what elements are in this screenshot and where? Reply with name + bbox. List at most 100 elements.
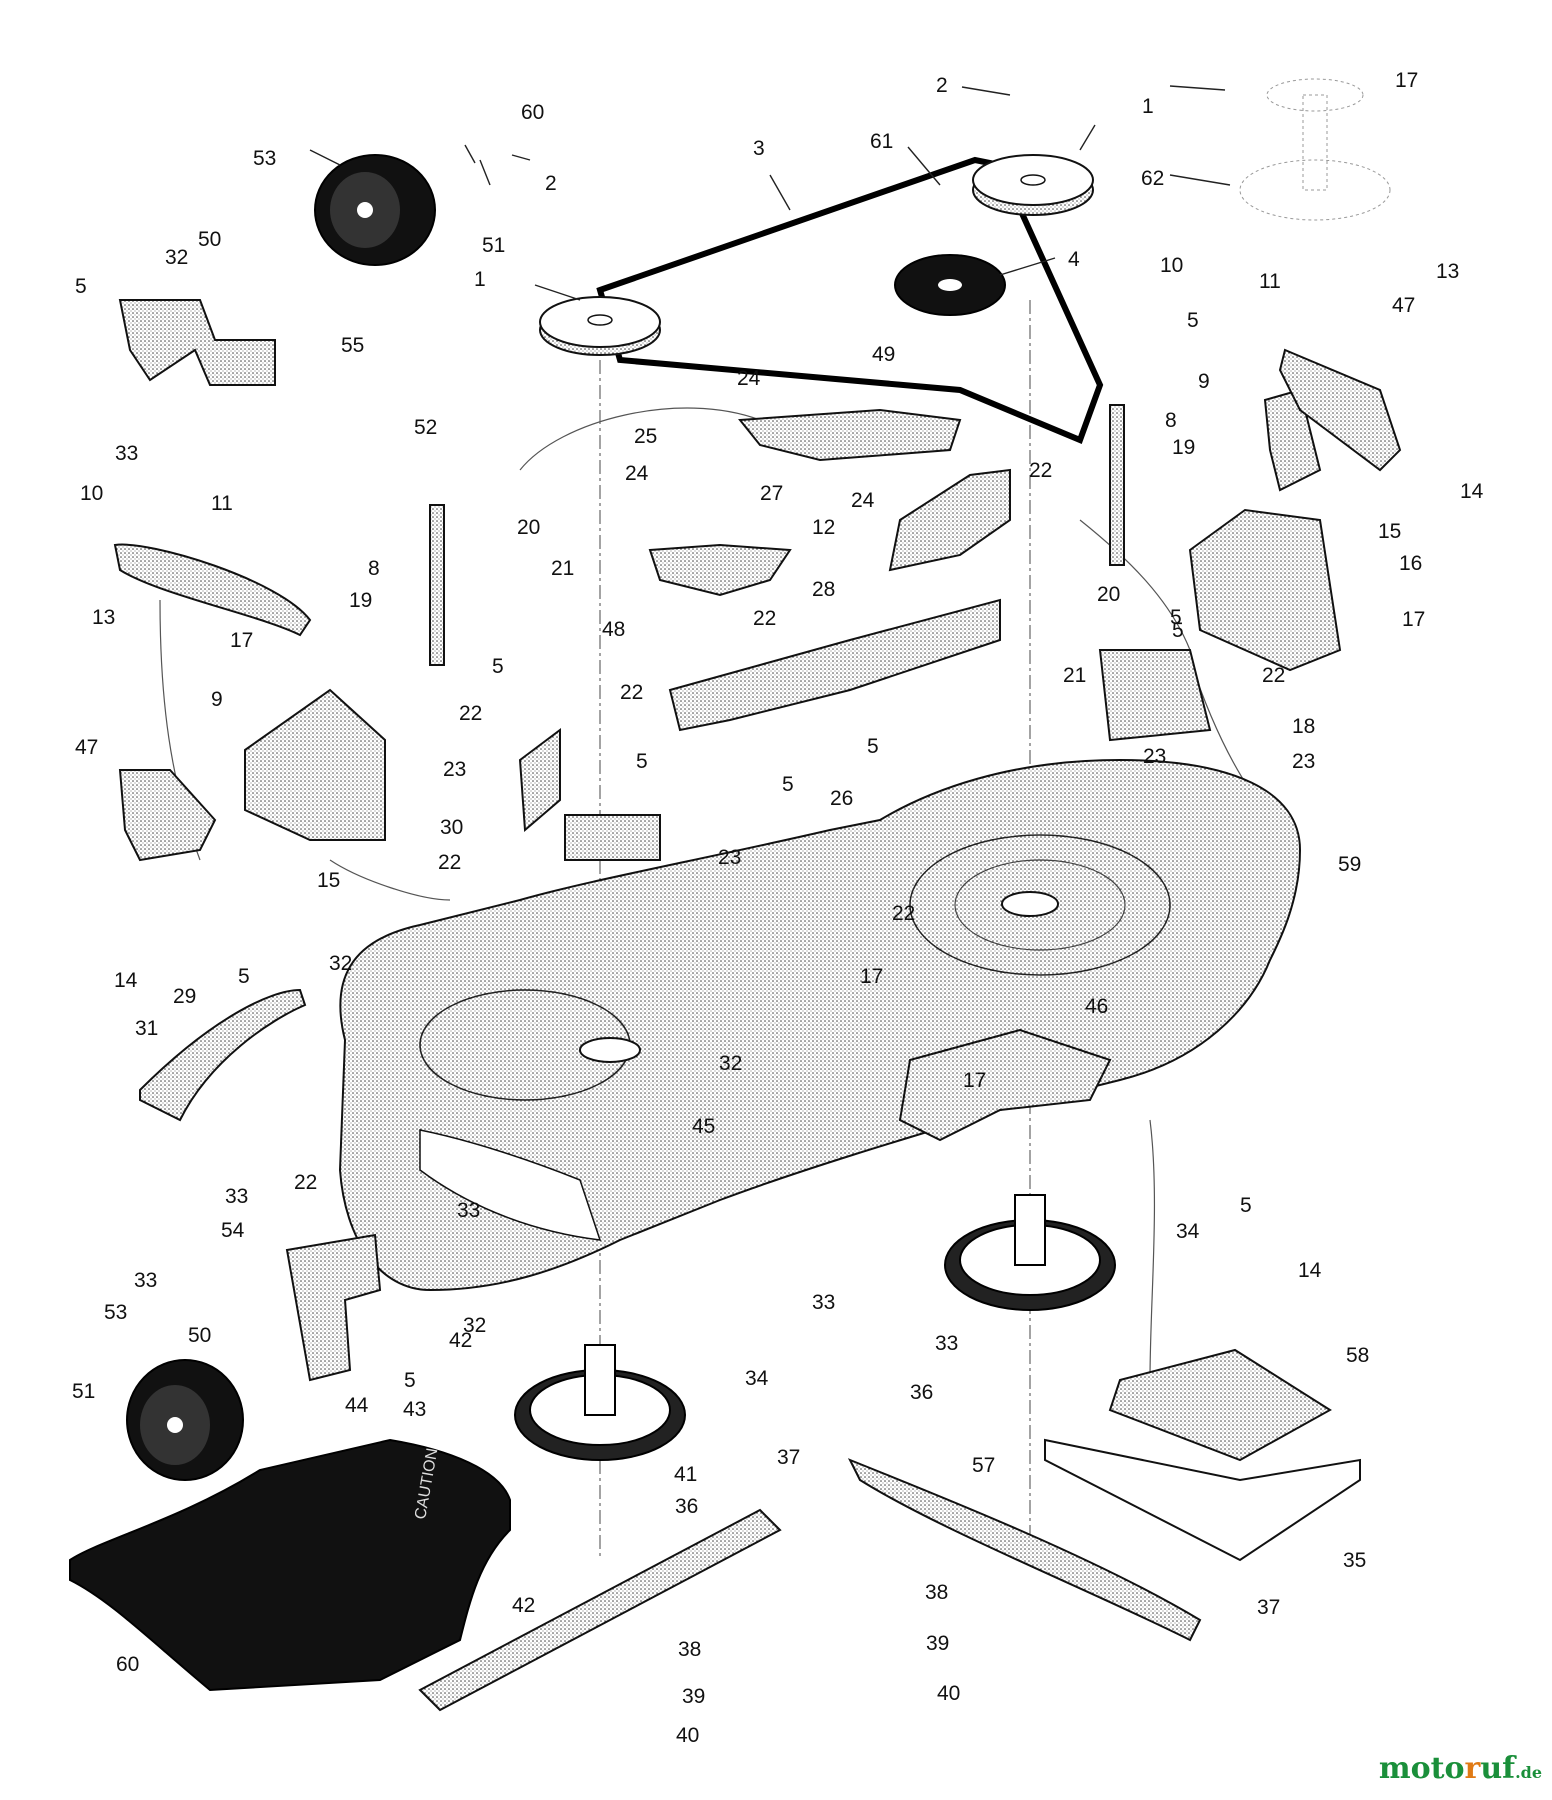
callout-part-17: 17	[230, 629, 253, 652]
callout-part-60: 60	[116, 1653, 139, 1676]
callout-part-20: 20	[1097, 583, 1120, 606]
callout-part-1: 1	[1142, 95, 1154, 118]
callout-part-49: 49	[872, 343, 895, 366]
callout-part-10: 10	[1160, 254, 1183, 277]
drive-belt-and-pulleys	[539, 154, 1104, 444]
callout-part-11: 11	[211, 492, 233, 515]
callout-part-26: 26	[830, 787, 853, 810]
callout-part-12: 12	[812, 516, 835, 539]
callout-part-2: 2	[545, 172, 557, 195]
callout-part-44: 44	[345, 1394, 369, 1417]
callout-part-53: 53	[253, 147, 276, 170]
callout-part-47: 47	[75, 736, 98, 759]
callout-part-50: 50	[188, 1324, 211, 1347]
callout-part-23: 23	[443, 758, 466, 781]
callout-part-33: 33	[812, 1291, 835, 1314]
callout-part-5: 5	[75, 275, 87, 298]
callout-part-46: 46	[1085, 995, 1108, 1018]
callout-part-22: 22	[294, 1171, 317, 1194]
callout-part-37: 37	[777, 1446, 800, 1469]
watermark-suffix: .de	[1515, 1763, 1542, 1782]
callout-part-9: 9	[211, 688, 223, 711]
callout-part-8: 8	[1165, 409, 1177, 432]
callout-part-14: 14	[1460, 480, 1484, 503]
callout-part-20: 20	[517, 516, 540, 539]
callout-part-13: 13	[92, 606, 115, 629]
callout-part-32: 32	[463, 1314, 486, 1337]
callout-part-21: 21	[1063, 664, 1086, 687]
callout-part-42: 42	[449, 1329, 472, 1352]
callout-part-33: 33	[134, 1269, 157, 1292]
callout-part-5: 5	[636, 750, 648, 773]
callout-part-35: 35	[1343, 1549, 1366, 1572]
callout-part-40: 40	[676, 1724, 699, 1747]
callout-part-38: 38	[678, 1638, 701, 1661]
callout-part-42: 42	[512, 1594, 535, 1617]
spindle-assemblies	[514, 1194, 1116, 1461]
callout-part-28: 28	[812, 578, 835, 601]
watermark-part: uf	[1480, 1751, 1516, 1786]
callout-part-17: 17	[860, 965, 883, 988]
chute-deflector: CAUTION	[69, 1438, 511, 1692]
callout-part-22: 22	[1029, 459, 1052, 482]
callout-part-45: 45	[692, 1115, 715, 1138]
callout-part-48: 48	[602, 618, 625, 641]
callout-part-5: 5	[1172, 619, 1184, 642]
callout-part-39: 39	[682, 1685, 705, 1708]
callout-part-23: 23	[718, 846, 741, 869]
callout-part-19: 19	[1172, 436, 1195, 459]
callout-part-22: 22	[1262, 664, 1285, 687]
callout-part-50: 50	[198, 228, 221, 251]
watermark-part: moto	[1378, 1751, 1465, 1786]
callout-part-23: 23	[1143, 745, 1166, 768]
callout-part-22: 22	[892, 902, 915, 925]
watermark-part: r	[1464, 1751, 1481, 1786]
callout-part-54: 54	[221, 1219, 245, 1242]
brackets-and-arms	[113, 299, 1402, 1382]
callout-part-17: 17	[1402, 608, 1425, 631]
callout-part-5: 5	[238, 965, 250, 988]
callout-part-43: 43	[403, 1398, 426, 1421]
callout-part-17: 17	[963, 1069, 986, 1092]
mower-deck-housing	[338, 758, 1302, 1292]
callout-part-19: 19	[349, 589, 372, 612]
callout-part-52: 52	[414, 416, 437, 439]
callout-part-22: 22	[753, 607, 776, 630]
callout-part-62: 62	[1141, 167, 1164, 190]
callout-part-38: 38	[925, 1581, 948, 1604]
callout-part-1: 1	[474, 268, 486, 291]
callout-part-15: 15	[1378, 520, 1401, 543]
callout-part-11: 11	[1259, 270, 1281, 293]
callout-part-5: 5	[404, 1369, 416, 1392]
callout-part-22: 22	[620, 681, 643, 704]
callout-part-22: 22	[459, 702, 482, 725]
callout-part-32: 32	[329, 952, 352, 975]
callout-part-5: 5	[1240, 1194, 1252, 1217]
callout-part-47: 47	[1392, 294, 1415, 317]
callout-part-60: 60	[521, 101, 544, 124]
callout-part-61: 61	[870, 130, 893, 153]
callout-part-14: 14	[114, 969, 138, 992]
callout-part-51: 51	[72, 1380, 95, 1403]
callout-part-2: 2	[936, 74, 948, 97]
callout-part-34: 34	[745, 1367, 769, 1390]
callout-part-9: 9	[1198, 370, 1210, 393]
callout-part-25: 25	[634, 425, 657, 448]
callout-labels: 1 1 2 2 3 4 5 5 5 5 5 5 5 5 5 5 5 8 8 9 …	[72, 69, 1484, 1747]
deck-wheel-upper	[314, 154, 436, 266]
mower-blades	[418, 1458, 1202, 1712]
callout-part-21: 21	[551, 557, 574, 580]
callout-part-33: 33	[225, 1185, 248, 1208]
callout-part-24: 24	[737, 367, 761, 390]
callout-part-24: 24	[851, 489, 875, 512]
callout-part-24: 24	[625, 462, 649, 485]
callout-part-32: 32	[165, 246, 188, 269]
callout-part-59: 59	[1338, 853, 1361, 876]
mounting-plate	[1044, 1348, 1361, 1562]
callout-part-5: 5	[1170, 606, 1182, 629]
callout-part-37: 37	[1257, 1596, 1280, 1619]
callout-part-5: 5	[1187, 309, 1199, 332]
callout-part-17: 17	[1395, 69, 1418, 92]
leader-lines	[309, 85, 1231, 301]
